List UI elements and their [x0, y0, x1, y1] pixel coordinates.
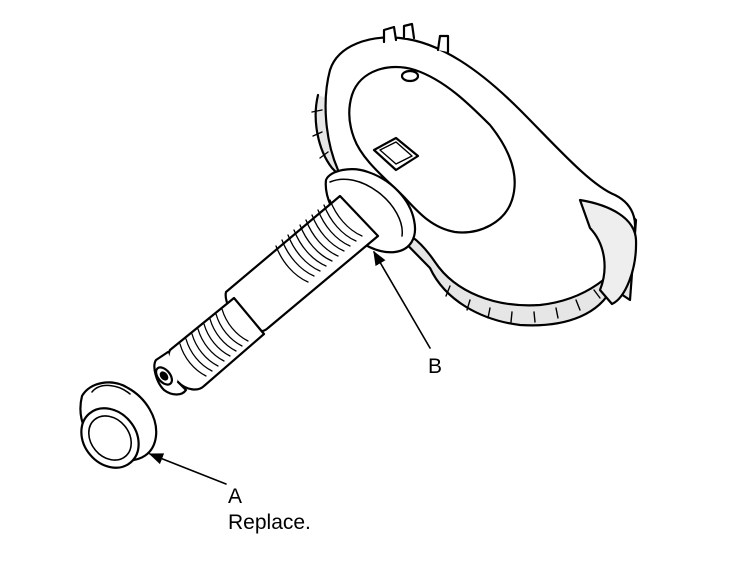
housing-window	[372, 136, 420, 172]
callout-b-letter: B	[428, 355, 443, 378]
stem-thread-upper	[275, 199, 363, 283]
valve-cap	[79, 381, 158, 469]
housing-hole	[400, 69, 420, 83]
leader-line-b	[373, 250, 431, 349]
valve-stem	[153, 194, 380, 396]
stem-tip	[153, 350, 188, 396]
housing-post-mid	[402, 22, 416, 40]
housing-side-lobe	[578, 198, 638, 306]
housing-post-right	[436, 34, 450, 54]
sensor-housing	[311, 22, 638, 327]
stem-body	[224, 194, 380, 333]
callout-a-note: Replace.	[228, 511, 311, 534]
housing-ridge-ticks	[311, 109, 601, 323]
leader-line-a	[148, 453, 227, 485]
housing-top-face	[348, 66, 516, 234]
stem-thread-lower	[179, 308, 249, 377]
callout-a-letter: A	[228, 485, 243, 508]
housing-post-left	[382, 25, 398, 44]
